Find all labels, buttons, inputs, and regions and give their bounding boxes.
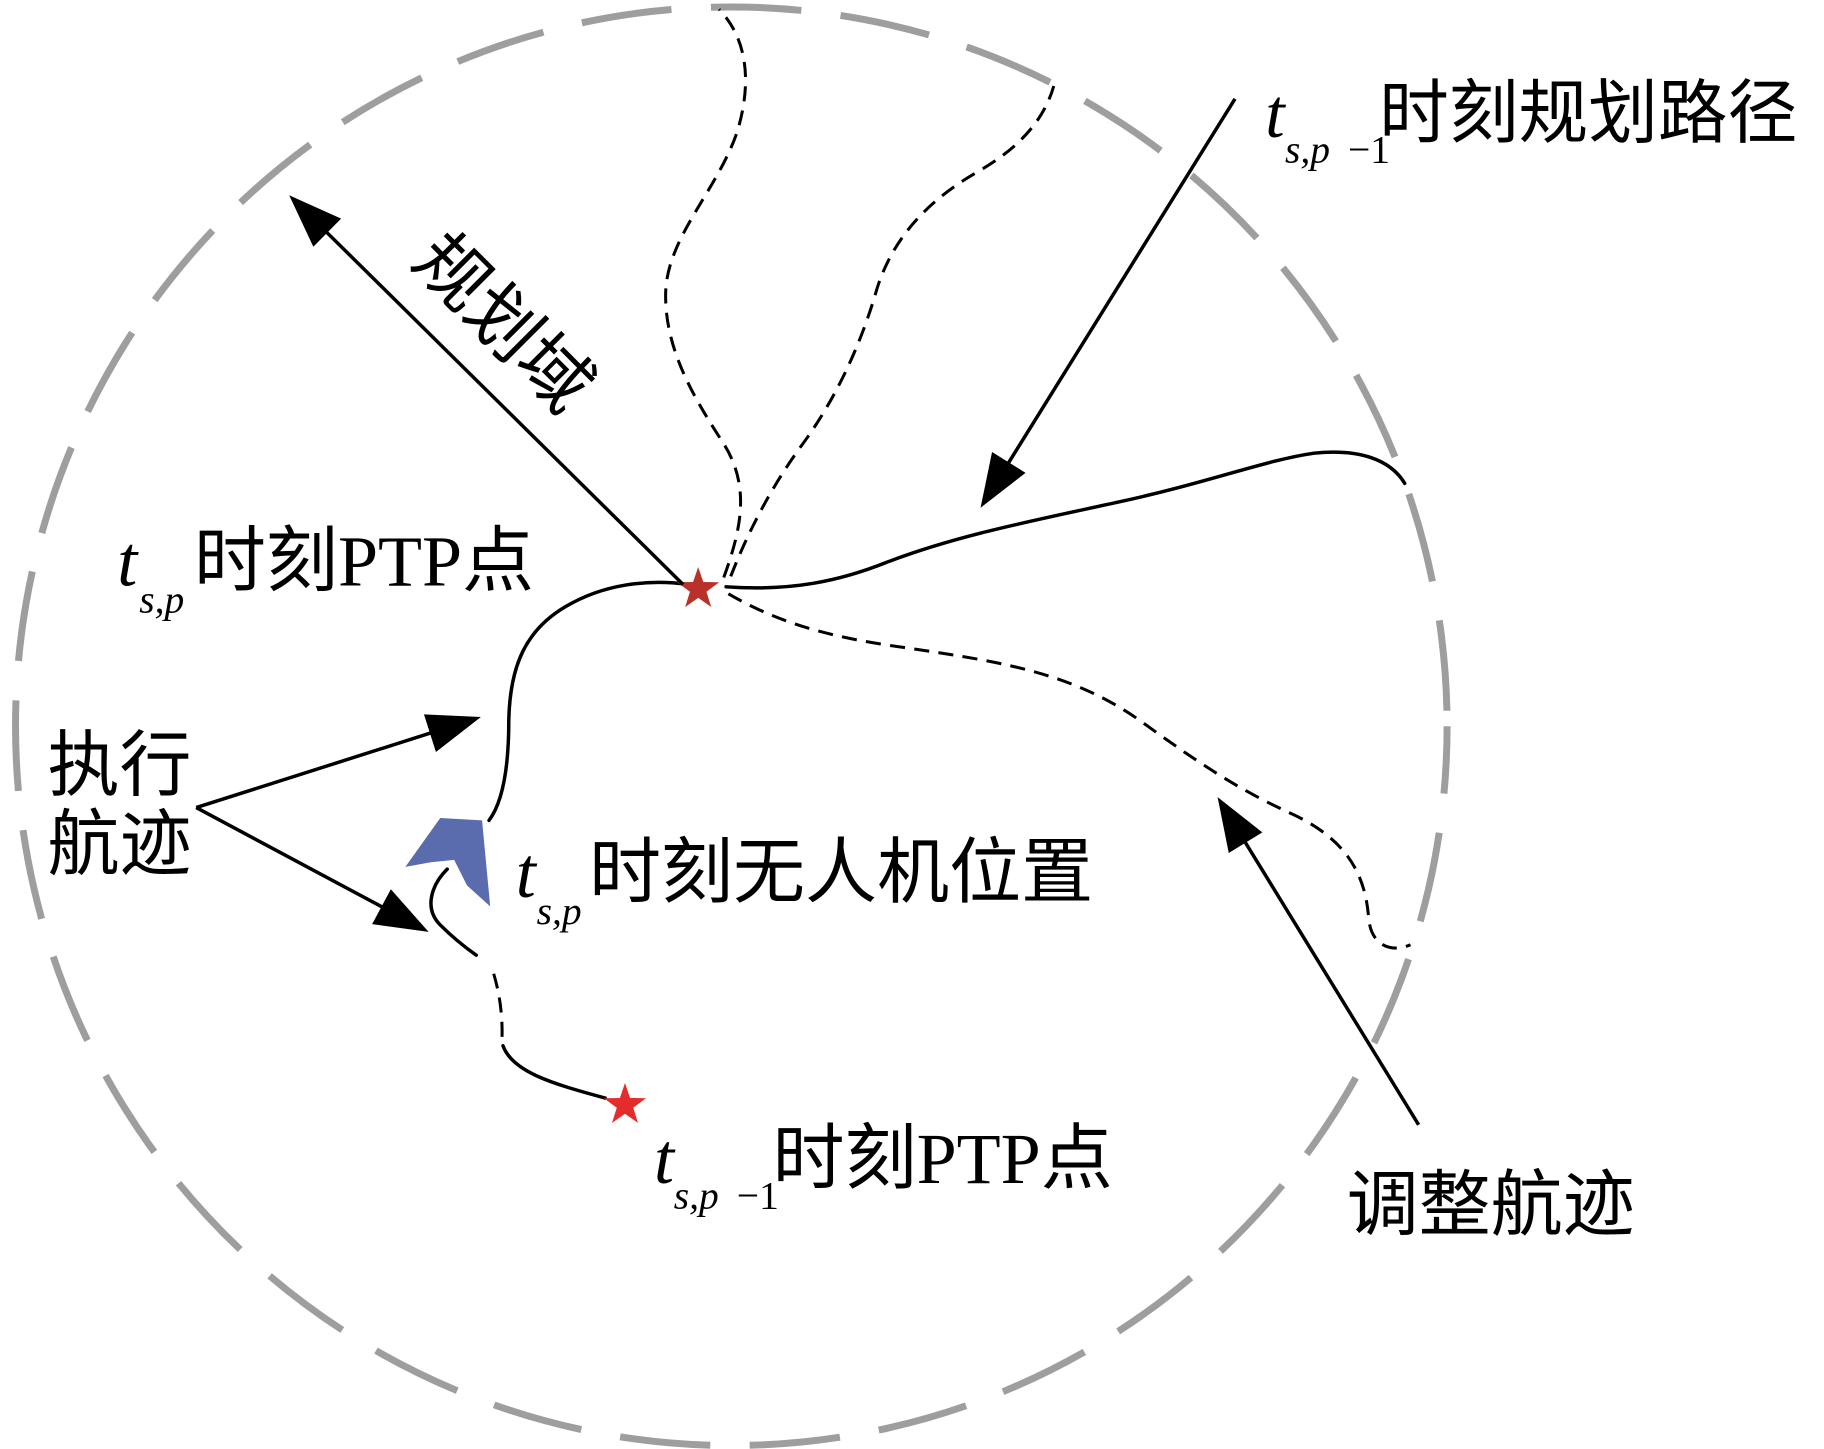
ptp-current-label: t s,p 时刻PTP点: [117, 522, 534, 629]
executed-track-arrowhead-lower: [372, 889, 429, 932]
planning-domain-label: 规划域: [398, 218, 607, 427]
uav-position-label: t s,p 时刻无人机位置: [516, 833, 1093, 940]
planning-domain-arrow: [289, 195, 685, 586]
ptp-previous-label-sub-suffix: −1: [737, 1173, 779, 1217]
uav-position-label-sub: s,p: [537, 889, 582, 933]
uav-position-label-t: t: [516, 833, 538, 913]
planned-path-previous-label-text: 时刻规划路径: [1379, 76, 1797, 153]
planned-path-previous-arrowhead: [980, 452, 1026, 508]
ptp-current-star-icon: [677, 567, 720, 608]
trajectories: [429, 8, 1412, 1100]
executed-track-label-line-2: 航迹: [47, 805, 191, 885]
adjusted-track-arrowhead: [1217, 797, 1263, 854]
candidate-path-upper-right: [729, 85, 1056, 577]
adjusted-track-arrow: [1217, 797, 1421, 1126]
planned-path-previous-label-t: t: [1265, 76, 1286, 153]
planned-path-previous-arrow: [980, 97, 1237, 508]
executed-track-arrow-upper: [195, 714, 481, 810]
adjusted-track-arrow-shaft: [1238, 832, 1421, 1126]
planned-path-previous: [724, 450, 1407, 590]
executed-track-arrow-lower: [195, 806, 429, 932]
ptp-previous-star-icon: [603, 1082, 647, 1123]
ptp-previous-label-t: t: [654, 1119, 676, 1199]
ptp-previous-label-sub: s,p: [674, 1173, 719, 1217]
executed-track-arrow-lower-shaft: [195, 806, 392, 914]
planned-path-previous-label-sub-suffix: −1: [1348, 128, 1390, 172]
adjusted-track-label: 调整航迹: [1347, 1165, 1635, 1245]
executed-track-gap: [492, 973, 504, 1044]
executed-track-label: 执行 航迹: [47, 726, 209, 885]
adjusted-track-path: [727, 592, 1412, 950]
ptp-current-label-sub: s,p: [139, 577, 184, 621]
executed-track: [487, 580, 691, 823]
executed-track-arrowhead-upper: [423, 714, 481, 753]
ptp-previous-label-text: 时刻PTP点: [773, 1119, 1113, 1199]
ptp-previous-label: t s,p −1 时刻PTP点: [654, 1119, 1113, 1225]
planning-domain-arrow-shaft: [318, 224, 685, 586]
uav-position-label-text: 时刻无人机位置: [589, 833, 1093, 913]
planned-path-previous-label-sub: s,p: [1285, 128, 1330, 172]
executed-track-previous-tail: [501, 1044, 607, 1100]
uav-icon: [405, 818, 491, 907]
planned-path-previous-label: t s,p −1 时刻规划路径: [1265, 73, 1797, 179]
planning-domain-boundary: [12, 3, 1451, 1449]
executed-track-near-uav: [429, 867, 478, 957]
planning-domain-arrowhead: [289, 195, 342, 247]
ptp-current-label-t: t: [117, 522, 139, 602]
executed-track-arrow-upper-shaft: [195, 728, 441, 810]
executed-track-label-line-1: 执行: [47, 726, 191, 806]
candidate-path-upper-left: [664, 8, 748, 579]
planned-path-previous-arrow-shaft: [1001, 97, 1237, 473]
ptp-current-label-text: 时刻PTP点: [194, 522, 534, 602]
